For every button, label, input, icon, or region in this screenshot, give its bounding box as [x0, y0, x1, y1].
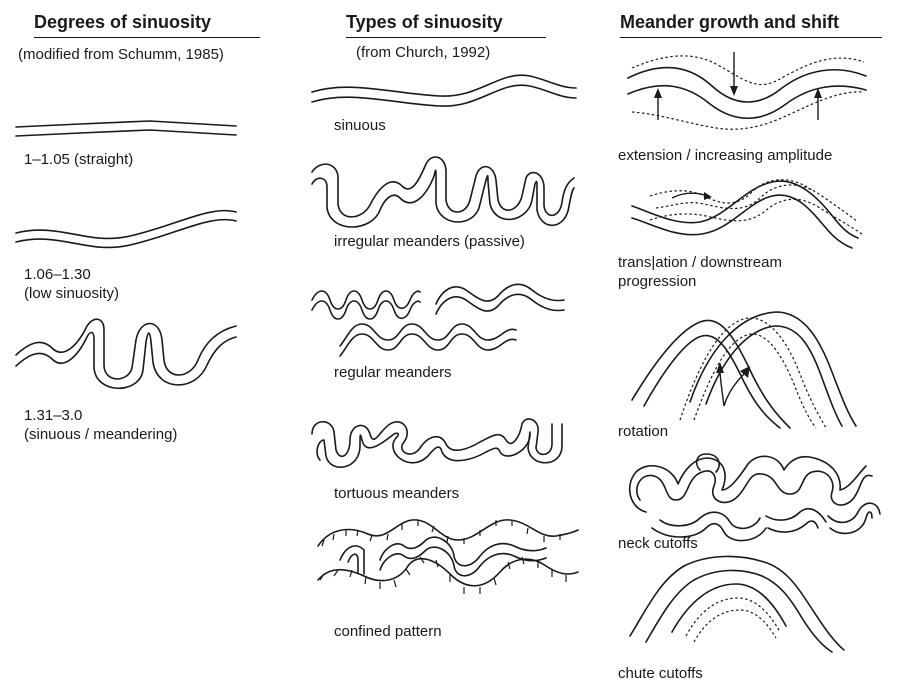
chute-cutoffs-sketch — [630, 556, 844, 652]
down-arrow-icon — [730, 86, 738, 96]
irregular-meanders-sketch — [312, 157, 574, 227]
extension-sketch — [628, 52, 866, 129]
sinuous-channel-sketch — [312, 75, 576, 106]
translation-sketch — [632, 180, 862, 248]
rotation-sketch — [632, 312, 856, 428]
neck-cutoffs-sketch — [630, 454, 880, 541]
up-arrow-icon — [654, 88, 662, 98]
tortuous-meanders-sketch — [312, 419, 562, 467]
straight-channel-sketch — [16, 121, 236, 136]
regular-meanders-sketch — [312, 284, 564, 356]
low-sinuosity-channel-sketch — [16, 211, 236, 248]
meandering-channel-sketch — [16, 319, 236, 388]
confined-pattern-sketch — [318, 520, 578, 594]
